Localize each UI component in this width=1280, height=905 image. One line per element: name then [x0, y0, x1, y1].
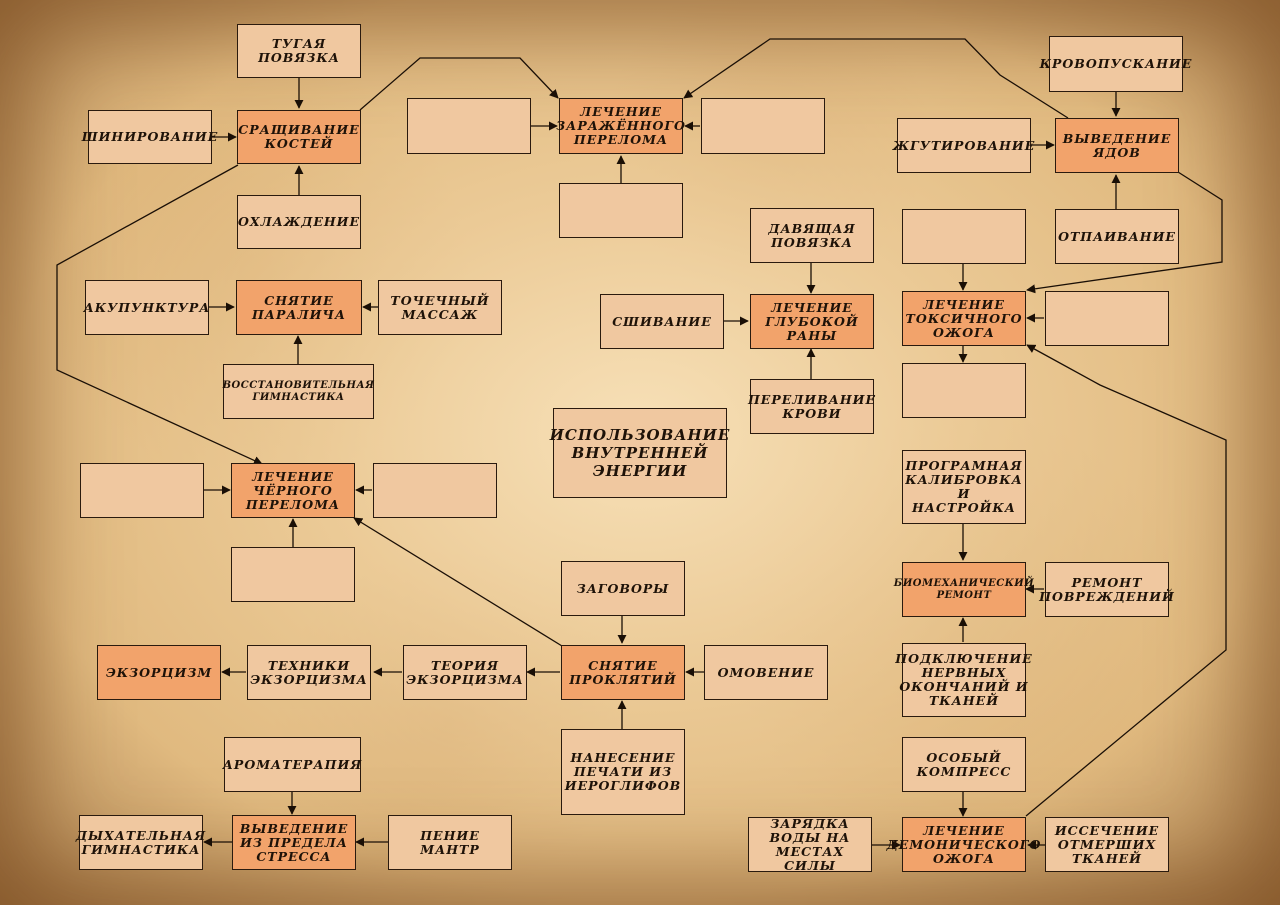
skill-splinting[interactable]: Шинирование	[82, 110, 217, 164]
skill-exorcism-theory[interactable]: Теория экзорцизма	[403, 645, 527, 700]
skill-tight-bandage[interactable]: Тугая повязка	[237, 24, 361, 78]
skill-bone-fusion[interactable]: Сращивание костей	[237, 110, 361, 164]
skill-infected-fracture[interactable]: Лечение заражённого перелома	[556, 98, 685, 154]
skill-aromatherapy[interactable]: Ароматерапия	[223, 737, 361, 792]
skill-infected-right[interactable]	[701, 98, 825, 154]
skill-demonic-burn[interactable]: Лечение демонического ожога	[887, 817, 1040, 872]
skill-black-bottom[interactable]	[231, 547, 355, 602]
skill-pressure-bandage[interactable]: Давящая повязка	[750, 208, 874, 263]
skill-toxic-top[interactable]	[902, 209, 1026, 264]
skill-toxic-burn[interactable]: Лечение токсичного ожога	[902, 291, 1026, 346]
skill-dead-tissue-excision[interactable]: Иссечение отмерших тканей	[1045, 817, 1169, 872]
skill-infected-left[interactable]	[407, 98, 531, 154]
skill-exorcism[interactable]: Экзорцизм	[97, 645, 221, 700]
skill-damage-repair[interactable]: Ремонт повреждений	[1039, 562, 1174, 617]
skill-cooling[interactable]: Охлаждение	[237, 195, 361, 249]
skill-charms[interactable]: Заговоры	[561, 561, 685, 616]
skill-toxic-bottom[interactable]	[902, 363, 1026, 418]
center-title: Использование внутренней энергии	[550, 408, 729, 498]
arrow-bone-to-infected	[359, 57, 559, 111]
skill-biomech-repair[interactable]: Биомеханический ремонт	[894, 562, 1034, 617]
skill-acupuncture[interactable]: Акупунктура	[84, 280, 209, 335]
skill-point-massage[interactable]: Точечный массаж	[378, 280, 502, 335]
skill-suturing[interactable]: Сшивание	[600, 294, 724, 349]
skill-stress-relief[interactable]: Выведение из предела стресса	[232, 815, 356, 870]
skill-exorcism-techniques[interactable]: Техники экзорцизма	[247, 645, 371, 700]
skill-special-compress[interactable]: Особый компресс	[902, 737, 1026, 792]
skill-toxic-right[interactable]	[1045, 291, 1169, 346]
skill-deep-wound[interactable]: Лечение глубокой раны	[750, 294, 874, 349]
arrow-bone-to-black-fracture	[56, 164, 263, 465]
skill-restorative-gymnastics[interactable]: Восстановительная гимнастика	[223, 364, 374, 419]
skill-water-charging[interactable]: Зарядка воды на местах силы	[748, 816, 872, 872]
skill-nerve-connection[interactable]: Подключение нервных окончаний и тканей	[895, 643, 1032, 717]
skill-drinking[interactable]: Отпаивание	[1055, 209, 1179, 264]
arrow-demonic-to-toxic-burn	[1025, 344, 1227, 817]
skill-poison-removal[interactable]: Выведение ядов	[1055, 118, 1179, 173]
skill-paralysis-removal[interactable]: Снятие паралича	[236, 280, 362, 335]
skill-calibration[interactable]: Програмная калибровка и настройка	[902, 450, 1026, 524]
skill-blood-transfusion[interactable]: Переливание крови	[748, 379, 875, 434]
skill-black-fracture[interactable]: Лечение чёрного перелома	[231, 463, 355, 518]
skill-bloodletting[interactable]: Кровопускание	[1040, 36, 1191, 92]
skill-black-left[interactable]	[80, 463, 204, 518]
skill-breathing-gymnastics[interactable]: Дыхательная гимнастика	[76, 815, 205, 870]
arrow-poison-to-toxic-burn	[1026, 171, 1223, 294]
skill-curse-removal[interactable]: Снятие проклятий	[561, 645, 685, 700]
skill-mantra-singing[interactable]: Пение мантр	[388, 815, 512, 870]
skill-black-right[interactable]	[373, 463, 497, 518]
arrow-curse-to-black-fracture	[353, 517, 563, 647]
skill-tourniquet[interactable]: Жгутирование	[893, 118, 1034, 173]
arrow-poison-to-infected	[683, 38, 1069, 119]
skill-infected-bottom[interactable]	[559, 183, 683, 238]
skill-ablution[interactable]: Омовение	[704, 645, 828, 700]
skill-hieroglyph-seal[interactable]: Нанесение печати из иероглифов	[561, 729, 685, 815]
